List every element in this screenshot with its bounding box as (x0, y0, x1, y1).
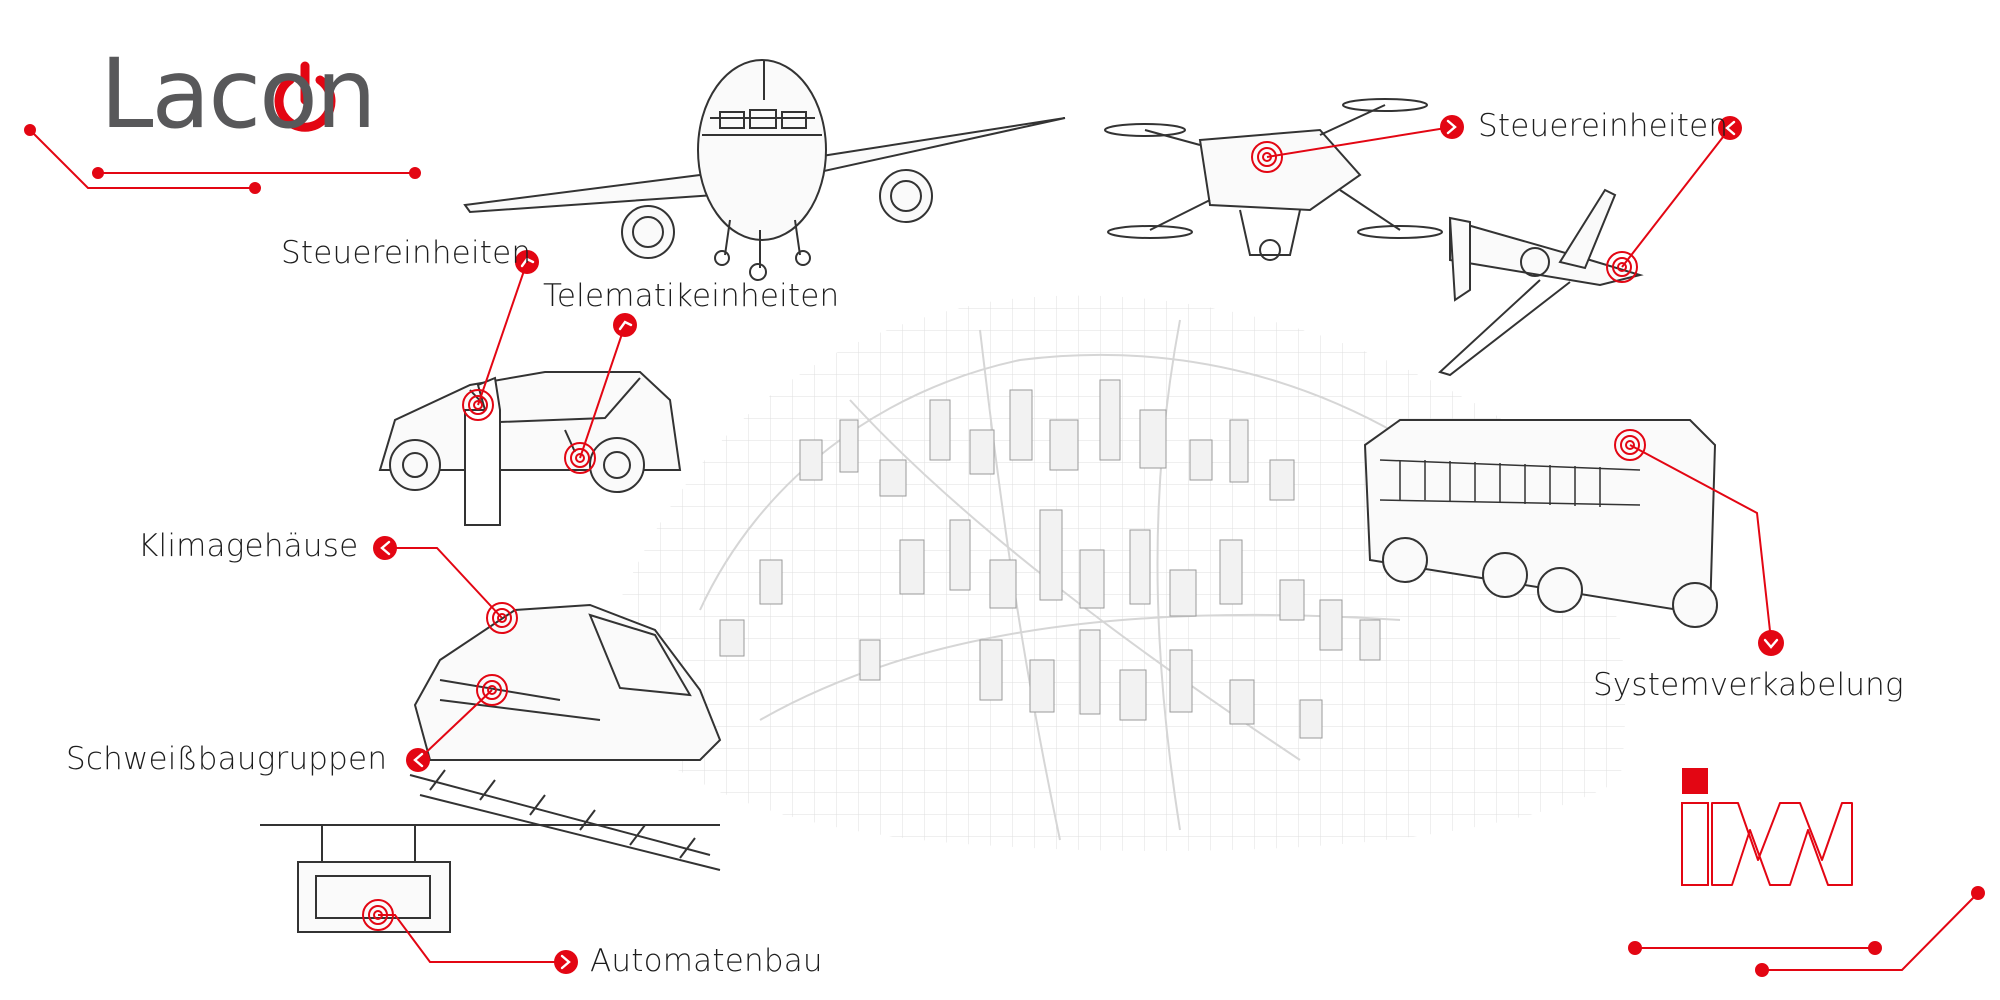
label-schweissbaugruppen: Schweißbaugruppen (66, 741, 388, 777)
chevron-left-icon (1718, 116, 1742, 140)
label-klimagehaeuse: Klimagehäuse (138, 528, 359, 564)
chevron-right-icon (554, 950, 578, 974)
train-illustration (409, 603, 722, 871)
target-marker (486, 602, 518, 634)
callout-leader-lines (378, 126, 1772, 963)
target-marker (462, 389, 494, 421)
lacon-circuit-decoration (24, 124, 421, 194)
automation-machine-illustration (260, 824, 720, 933)
target-marker (1251, 141, 1283, 173)
label-automatenbau: Automatenbau (590, 943, 823, 979)
target-marker (362, 899, 394, 931)
lacon-logo: Lacon (100, 38, 377, 150)
target-marker (476, 674, 508, 706)
label-systemverkabelung: Systemverkabelung (1593, 667, 1904, 703)
drone-illustration (1104, 98, 1443, 261)
ivm-circuit-decoration (1628, 886, 1985, 977)
target-marker (1614, 429, 1646, 461)
airplane-illustration (463, 59, 1066, 281)
bus-illustration (1363, 419, 1718, 628)
fixed-wing-drone-illustration (1438, 188, 1644, 377)
target-marker (1606, 251, 1638, 283)
label-telematikeinheiten: Telematikeinheiten (543, 278, 840, 314)
target-marker (564, 442, 596, 474)
arrow-up-right-icon (515, 250, 539, 274)
chevron-left-icon (406, 748, 430, 772)
target-markers (362, 141, 1646, 931)
chevron-left-icon (373, 536, 397, 560)
electric-car-illustration (378, 371, 682, 526)
power-icon (274, 61, 336, 132)
chevron-right-icon (1440, 115, 1464, 139)
city-wireframe-map (611, 295, 1626, 852)
label-steuereinheiten-right: Steuereinheiten (1478, 108, 1729, 144)
chevron-down-icon (1758, 630, 1784, 656)
arrow-up-right-icon (613, 313, 637, 337)
callout-badges (373, 115, 1784, 974)
label-steuereinheiten-left: Steuereinheiten (281, 235, 532, 271)
ivm-logo (1681, 768, 1853, 886)
